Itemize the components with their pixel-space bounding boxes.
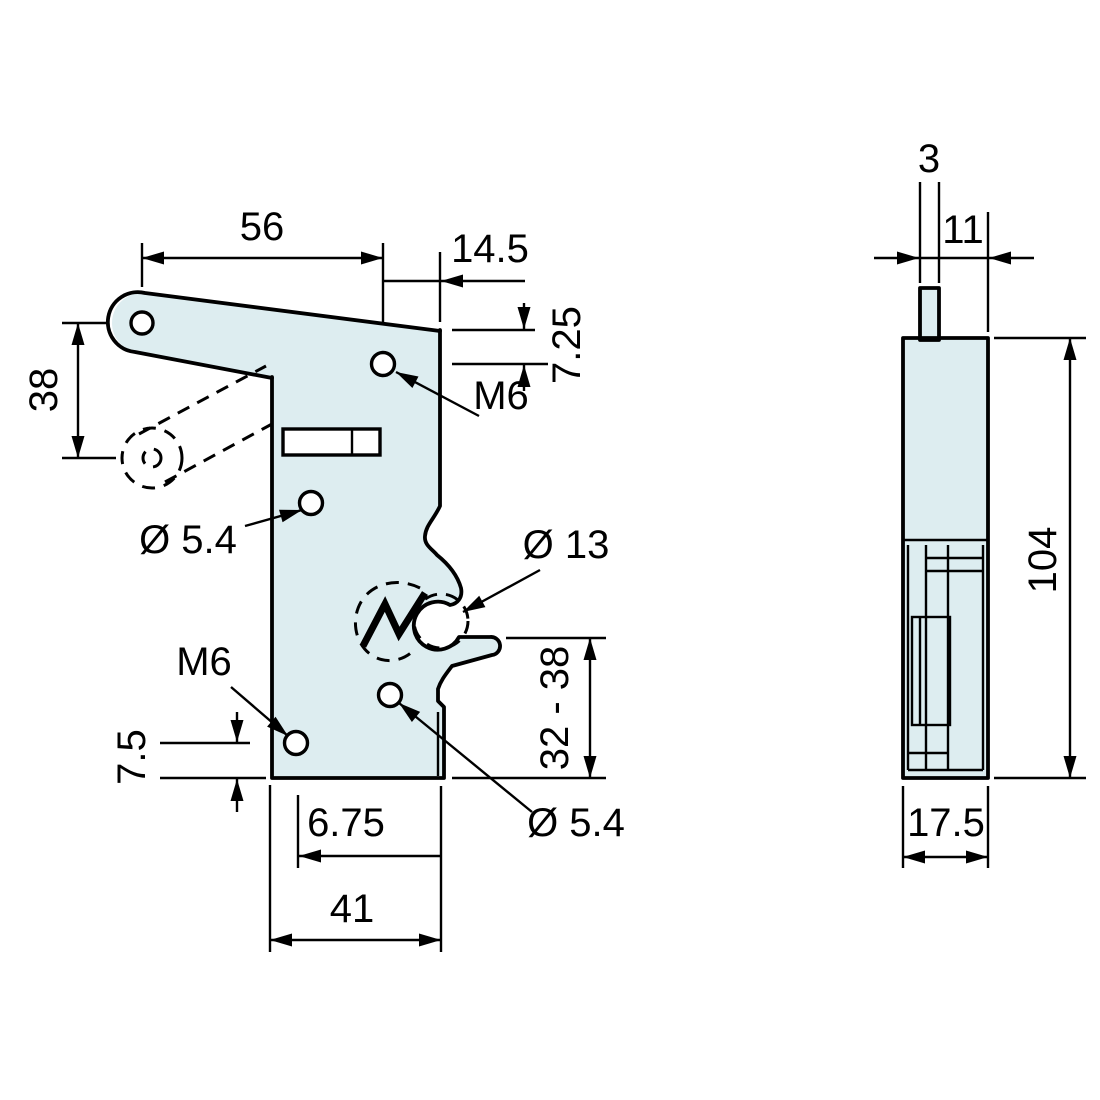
dim-label: 14.5: [451, 227, 529, 271]
mounting-hole-bottom-left: [282, 729, 310, 757]
dim-pin-offset: 11: [920, 208, 1034, 332]
lever-dashed-end: [120, 426, 184, 490]
side-view-fills: [903, 288, 988, 778]
dim-label: 38: [22, 368, 66, 413]
extension-lines: [268, 785, 443, 952]
label-thread-bottom: M6: [176, 640, 289, 737]
dim-label: 104: [1021, 527, 1065, 594]
dim-label: 3: [918, 137, 940, 181]
label-hole-mid: Ø 5.4: [139, 508, 303, 562]
lever-arm-dashed-position: [120, 364, 273, 490]
leader-line: [395, 370, 480, 418]
dim-hole-offset-bottom: 6.75: [296, 795, 440, 868]
dim-label: 17.5: [907, 801, 985, 845]
diameter-label: Ø 13: [523, 523, 610, 567]
dim-bottom-offset: 7.5: [110, 712, 266, 812]
lever-arm: [105, 290, 442, 380]
diameter-label: Ø 5.4: [527, 801, 625, 845]
label-thread-top: M6: [395, 370, 529, 418]
spring-zigzag: [359, 591, 428, 648]
dim-striker-range: 32 - 38: [452, 636, 606, 780]
lever-dashed-edges: [138, 364, 273, 484]
thread-label: M6: [176, 640, 232, 684]
dim-label: 7.5: [110, 729, 154, 785]
dim-depth: 17.5: [901, 786, 990, 868]
mounting-hole-bottom-mid: [376, 681, 404, 709]
lever-dashed-hole: [141, 447, 163, 469]
mounting-hole-top: [369, 350, 397, 378]
lever-pivot-hole: [129, 310, 155, 336]
extension-lines: [140, 243, 385, 322]
side-inner-block: [910, 615, 952, 727]
jaw-open-position-dashed: [353, 581, 421, 663]
label-striker-dia: Ø 13: [462, 523, 610, 614]
extension-lines: [452, 328, 548, 366]
dim-pin-thickness: 3: [874, 137, 941, 283]
body-fill: [272, 309, 501, 778]
lever-slot: [281, 427, 382, 457]
striker-circle-dashed: [412, 592, 470, 650]
extension-lines: [62, 321, 116, 460]
dim-height: 104: [994, 336, 1086, 780]
thread-label: M6: [473, 374, 529, 418]
extension-lines: [160, 741, 266, 780]
dim-edge-offset: 14.5: [383, 227, 529, 322]
dim-label: 11: [942, 208, 984, 252]
leader-line: [230, 686, 289, 737]
leader-line: [398, 702, 533, 813]
side-internal-details: [903, 538, 988, 772]
dim-label: 6.75: [307, 801, 385, 845]
dim-top-hole-offset: 7.25: [452, 303, 589, 391]
dim-width-bottom: 41: [268, 785, 443, 952]
dim-label: 32 - 38: [533, 646, 577, 771]
dim-width-top: 56: [140, 205, 385, 322]
extension-lines: [918, 182, 941, 283]
dim-label: 7.25: [545, 306, 589, 384]
front-view: [105, 290, 502, 780]
side-body-outline: [901, 336, 990, 780]
side-pin-fill: [920, 288, 939, 340]
side-pin-outline: [918, 286, 941, 342]
side-view: [901, 286, 990, 780]
leader-line: [462, 568, 541, 614]
body-outline: [270, 328, 502, 780]
diameter-label: Ø 5.4: [139, 518, 237, 562]
dim-lever-travel: 38: [22, 321, 116, 460]
leader-line: [244, 508, 303, 528]
dim-label: 56: [240, 205, 285, 249]
mounting-hole-mid: [297, 489, 325, 517]
dim-label: 41: [330, 887, 375, 931]
label-hole-bottom: Ø 5.4: [398, 702, 625, 845]
